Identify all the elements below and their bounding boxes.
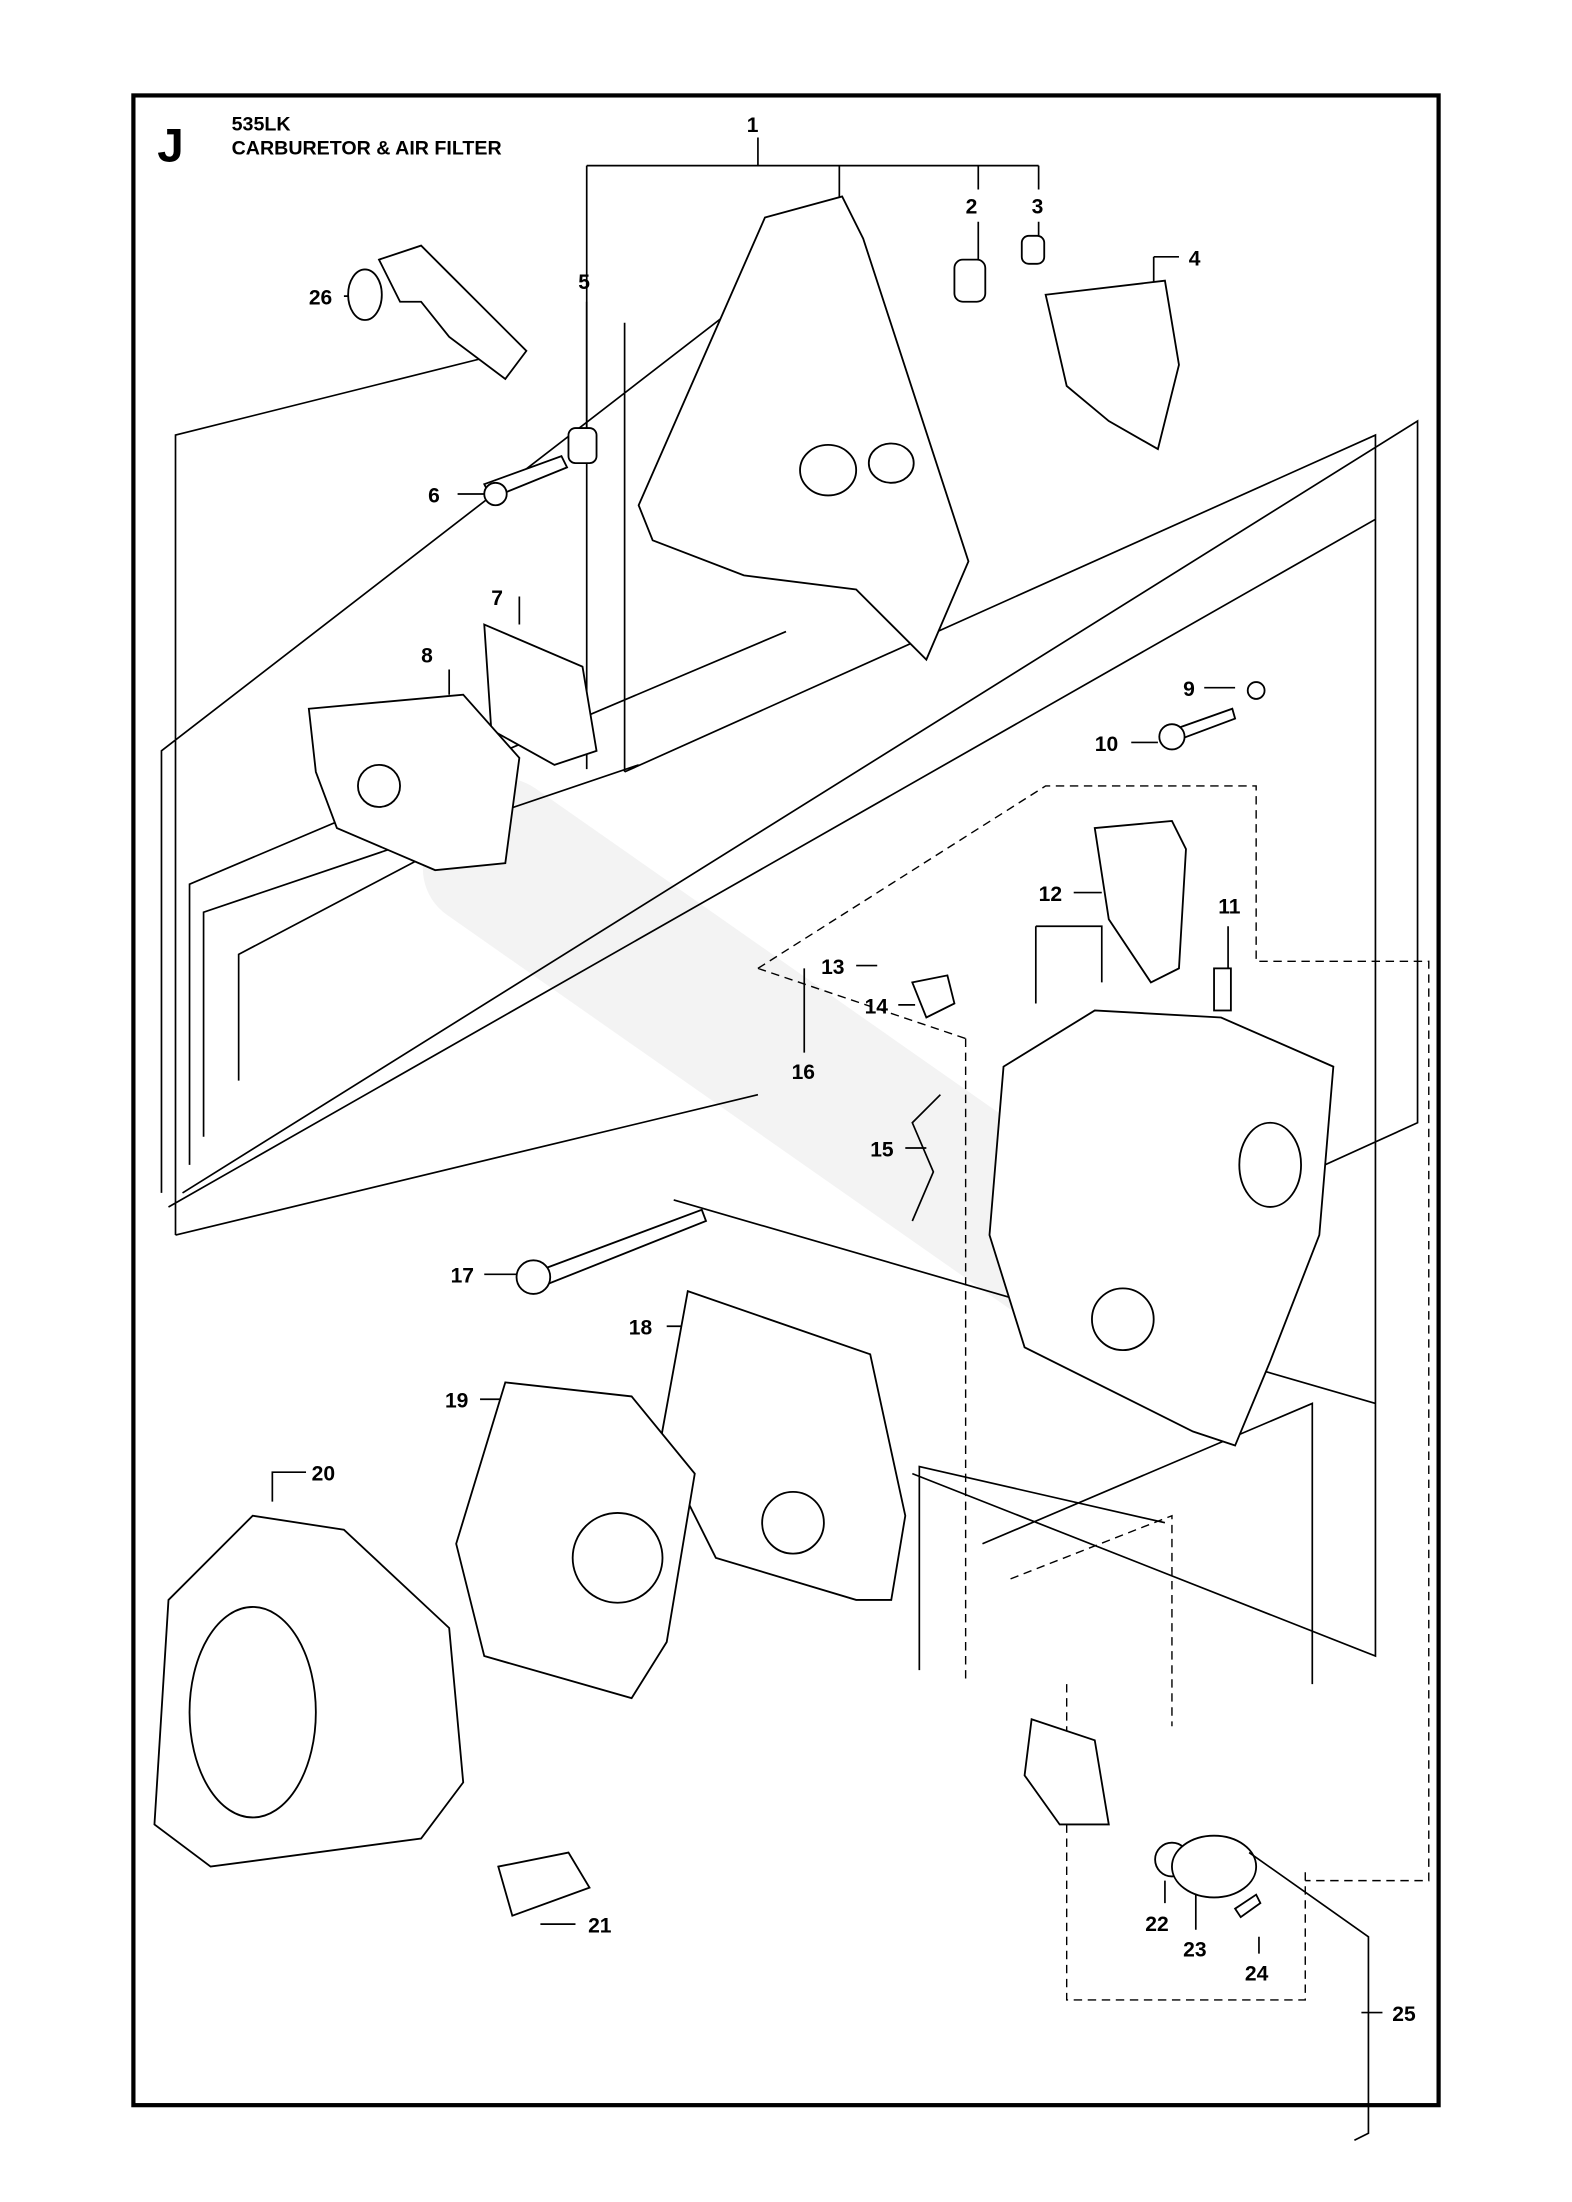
callout-18: 18 — [629, 1317, 653, 1340]
diagram-frame — [131, 93, 1441, 2108]
callout-1: 1 — [747, 114, 759, 137]
part-intake-elbow — [377, 244, 528, 381]
callout-26: 26 — [309, 287, 332, 310]
callout-5: 5 — [578, 271, 590, 294]
diagram-title: CARBURETOR & AIR FILTER — [232, 137, 502, 159]
part-air-filter-holder — [637, 195, 970, 662]
callout-labels: 1 2 3 4 5 6 7 8 9 10 11 12 13 14 15 16 1… — [309, 114, 1416, 2026]
callout-9: 9 — [1183, 678, 1195, 701]
callout-4: 4 — [1189, 247, 1201, 270]
part-carburetor — [307, 693, 521, 872]
part-gasket-18 — [658, 1289, 907, 1601]
callout-24: 24 — [1245, 1962, 1269, 1985]
part-choke-lever — [1093, 820, 1187, 984]
part-wire-15 — [911, 1094, 941, 1222]
part-spacer — [953, 258, 987, 303]
section-letter: J — [157, 119, 184, 172]
callout-12: 12 — [1039, 883, 1062, 906]
callout-22: 22 — [1145, 1913, 1168, 1936]
part-knob-23 — [1171, 1834, 1258, 1899]
part-choke-nozzle — [911, 974, 956, 1019]
callout-8: 8 — [421, 644, 433, 667]
part-gasket-7 — [483, 623, 598, 766]
part-11 — [1213, 967, 1232, 1012]
callout-2: 2 — [966, 195, 978, 218]
part-clip-21 — [497, 1851, 591, 1917]
callout-25: 25 — [1392, 2003, 1416, 2026]
callout-11: 11 — [1218, 896, 1241, 919]
part-air-filter-housing — [988, 1009, 1335, 1447]
callout-17: 17 — [451, 1265, 474, 1288]
parts — [153, 195, 1370, 2142]
watermark-logo — [422, 778, 1158, 1344]
callout-21: 21 — [588, 1915, 612, 1938]
callout-15: 15 — [870, 1138, 894, 1161]
callout-19: 19 — [445, 1390, 468, 1413]
callout-13: 13 — [821, 956, 844, 979]
part-rod-25 — [1248, 1851, 1370, 2142]
callout-20: 20 — [312, 1463, 335, 1486]
callout-3: 3 — [1032, 195, 1044, 218]
callout-6: 6 — [428, 484, 440, 507]
part-gasket-4 — [1044, 279, 1180, 451]
part-sleeve-5 — [567, 427, 598, 465]
callout-10: 10 — [1095, 733, 1118, 756]
part-plate — [1023, 1717, 1110, 1826]
part-bushing — [1020, 234, 1046, 265]
callout-23: 23 — [1183, 1938, 1206, 1961]
part-bolt-17 — [539, 1208, 708, 1286]
part-screw-24 — [1233, 1893, 1262, 1919]
callout-16: 16 — [792, 1061, 815, 1084]
callout-7: 7 — [491, 587, 503, 610]
callout-14: 14 — [865, 995, 889, 1018]
model-name: 535LK — [232, 114, 291, 136]
